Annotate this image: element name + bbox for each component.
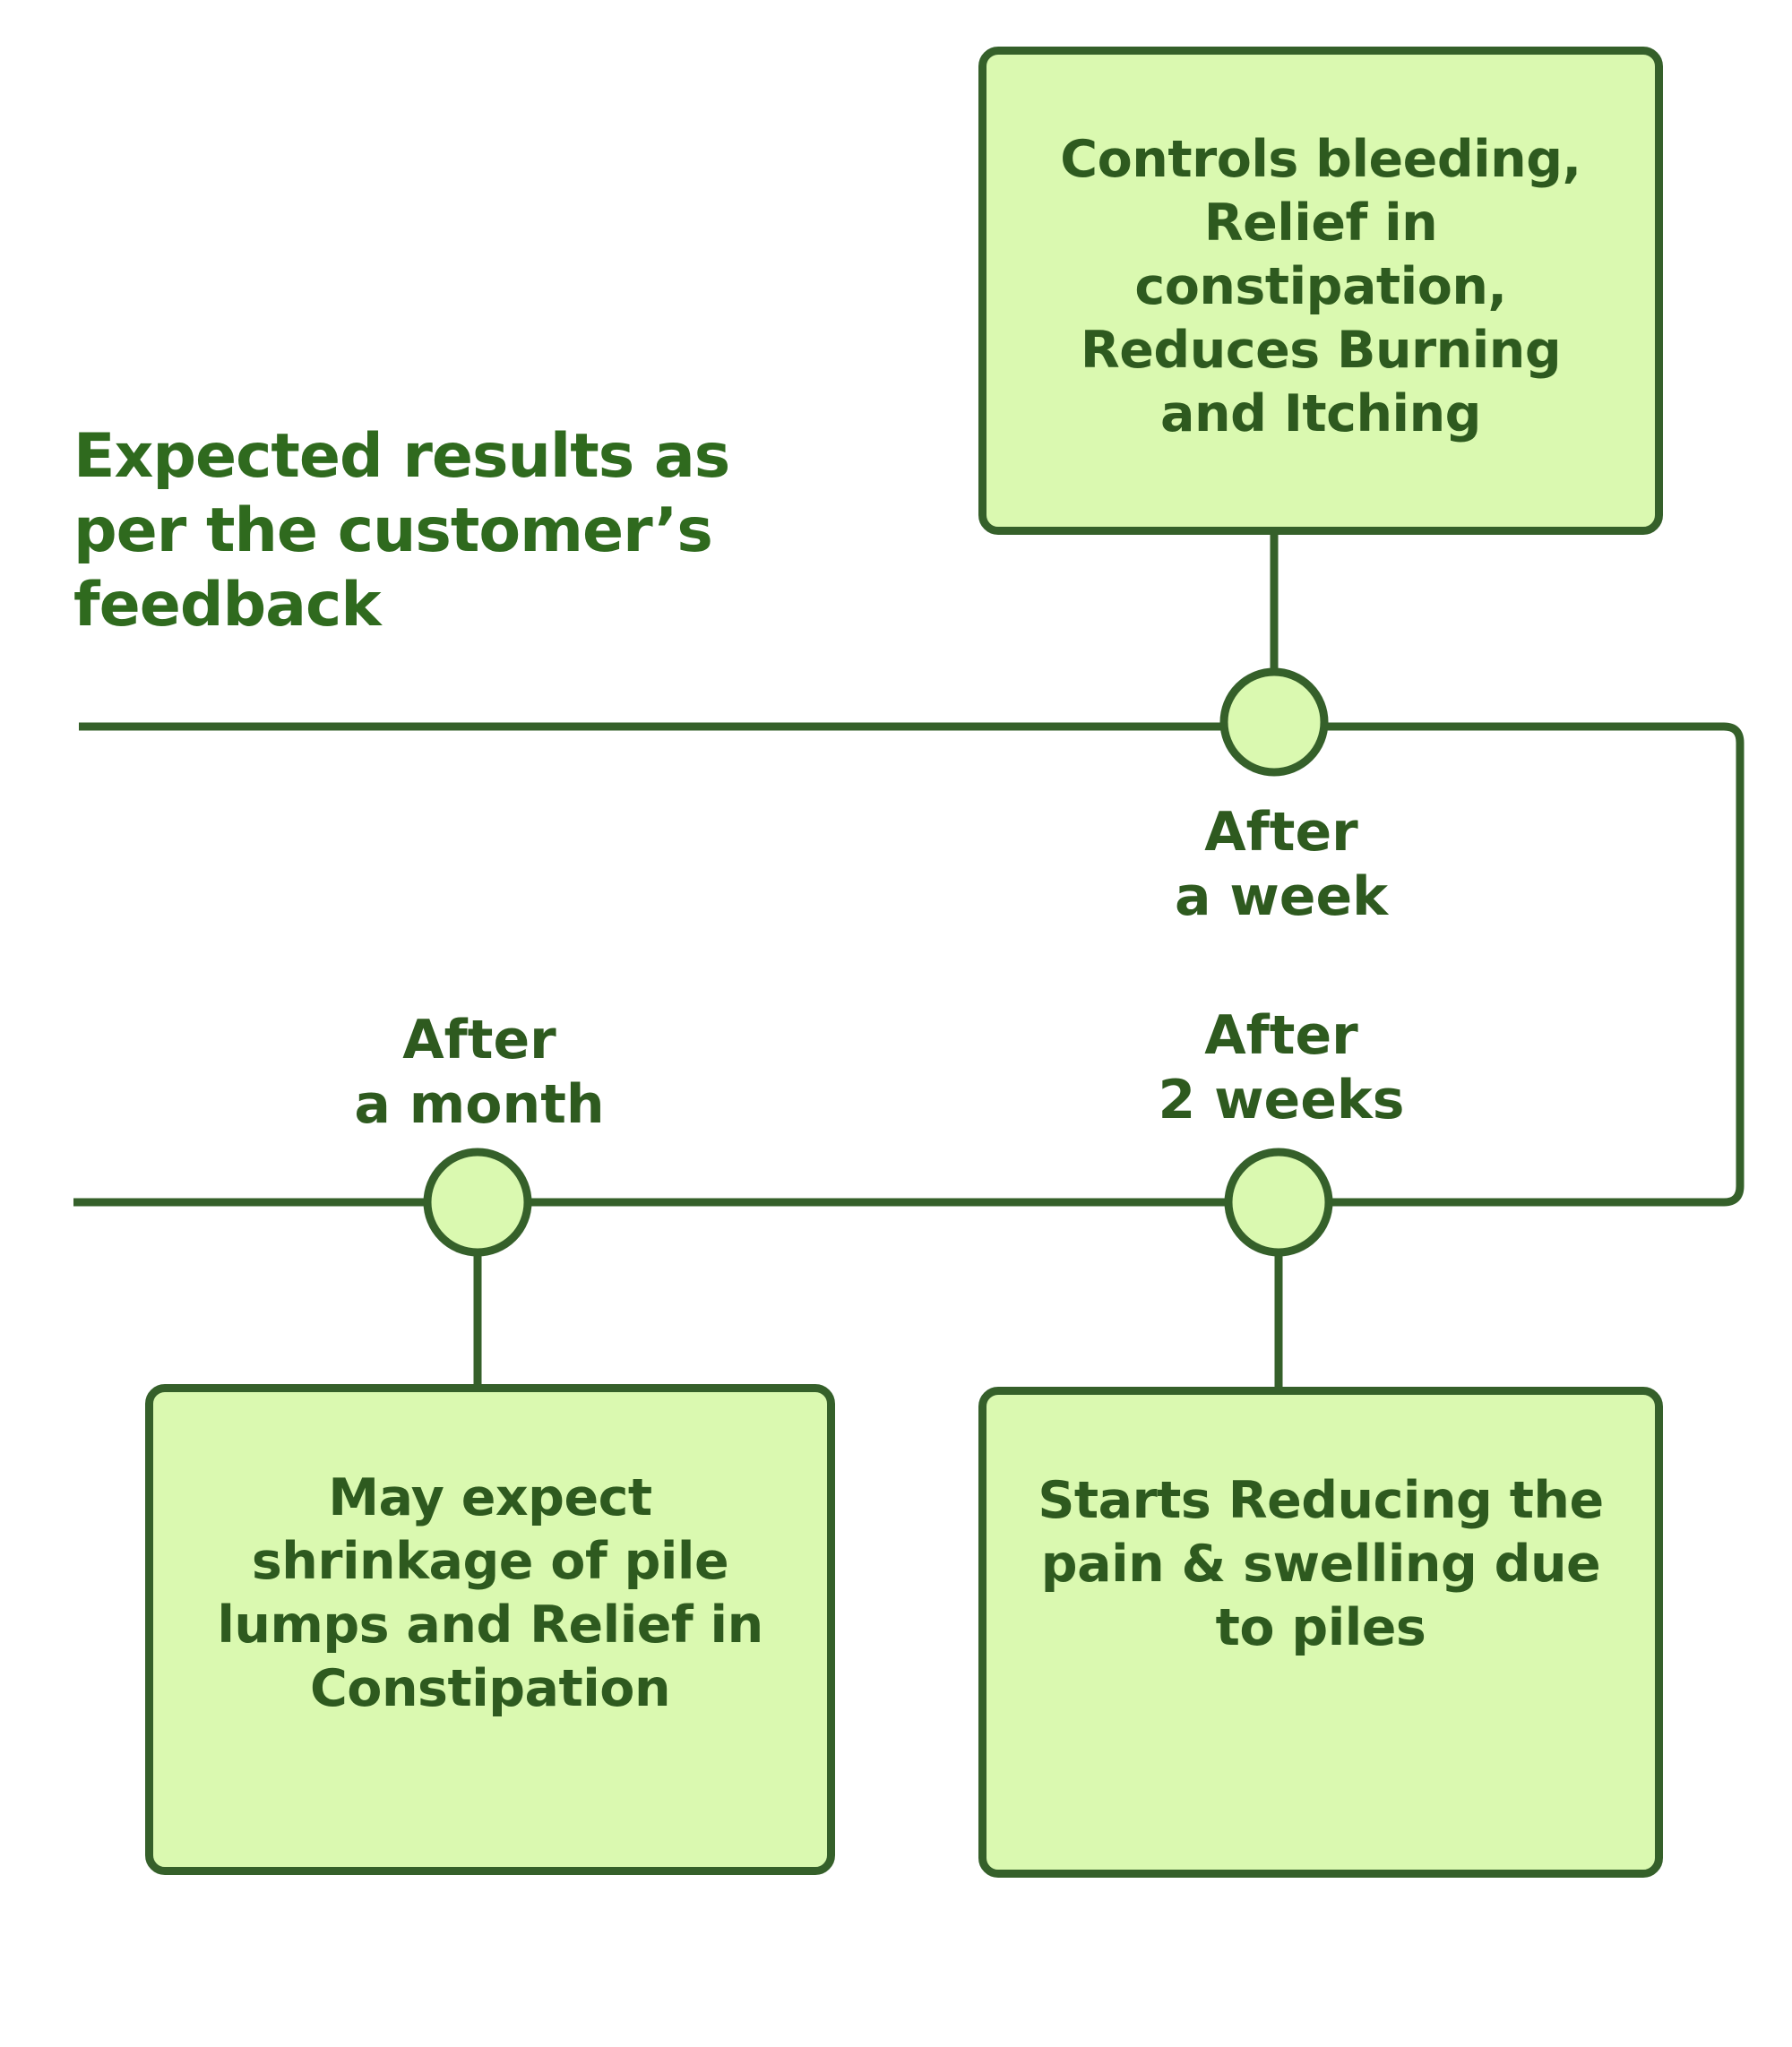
heading-line: Expected results as [73, 421, 730, 492]
milestone-box-2weeks: Starts Reducing the pain & swelling due … [978, 1387, 1663, 1878]
milestone-label-week: After a week [1102, 800, 1460, 929]
box-text-line: May expect [328, 1468, 652, 1527]
box-text-line: Controls bleeding, [1060, 130, 1581, 189]
box-text-line: Reduces Burning [1080, 321, 1562, 380]
label-line: After [402, 1009, 556, 1071]
milestone-node-2weeks [1224, 1148, 1333, 1257]
milestone-box-month: May expect shrinkage of pile lumps and R… [145, 1384, 835, 1875]
diagram-heading: Expected results as per the customer’s f… [73, 419, 754, 642]
box-text-line: to piles [1215, 1598, 1426, 1657]
box-text-line: and Itching [1160, 384, 1481, 443]
milestone-node-month [423, 1148, 532, 1257]
box-text-line: Relief in [1203, 194, 1438, 253]
milestone-node-week [1219, 667, 1329, 777]
milestone-label-month: After a month [300, 1008, 659, 1137]
heading-line: per the customer’s [73, 495, 713, 566]
box-text-line: pain & swelling due [1040, 1535, 1601, 1594]
box-text-line: shrinkage of pile [251, 1532, 729, 1591]
label-line: a month [354, 1073, 605, 1136]
milestone-label-2weeks: After 2 weeks [1102, 1003, 1460, 1132]
heading-line: feedback [73, 570, 382, 641]
label-line: After [1204, 1004, 1358, 1067]
label-line: 2 weeks [1158, 1069, 1405, 1131]
box-text-line: lumps and Relief in [217, 1595, 763, 1655]
box-text-line: Constipation [309, 1659, 671, 1718]
label-line: a week [1174, 865, 1389, 928]
timeline-path [73, 722, 1745, 1207]
box-text-line: constipation, [1134, 257, 1507, 316]
milestone-box-week: Controls bleeding, Relief in constipatio… [978, 47, 1663, 535]
box-text-line: Starts Reducing the [1038, 1471, 1604, 1530]
label-line: After [1204, 801, 1358, 864]
